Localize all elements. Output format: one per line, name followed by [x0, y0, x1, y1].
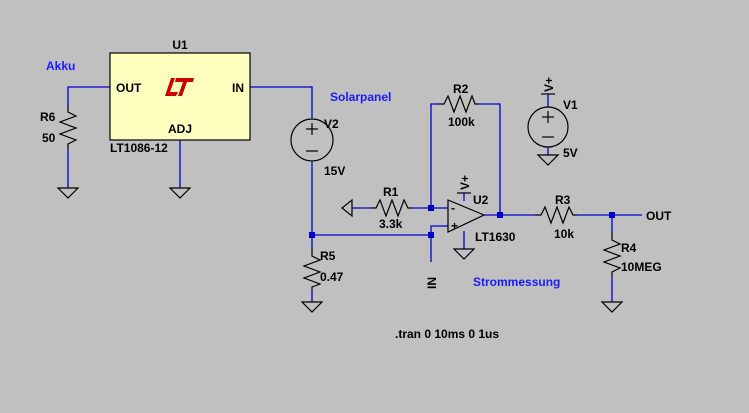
voltage-source-v2[interactable]: V2 15V: [290, 117, 345, 178]
r5-ref-label: R5: [320, 249, 336, 263]
ground-r5: [300, 301, 324, 313]
comment-solarpanel: Solarpanel: [330, 90, 391, 104]
u2-supply-label: V+: [458, 175, 472, 190]
opamp-u2[interactable]: - + U2 LT1630 V+: [447, 175, 516, 244]
resistor-r1[interactable]: R1 3.3k: [370, 185, 412, 231]
ground-r6: [56, 187, 80, 199]
r1-ref-label: R1: [383, 185, 399, 199]
ground-symbols: [56, 154, 624, 313]
r3-ref-label: R3: [555, 193, 571, 207]
u1-ref-label: U1: [172, 38, 188, 52]
r6-value-label: 50: [42, 131, 56, 145]
v1-ref-label: V1: [563, 98, 578, 112]
r4-value-label: 10MEG: [621, 260, 662, 274]
voltage-source-v1[interactable]: V1 5V V+: [527, 77, 578, 160]
v1-value-label: 5V: [563, 146, 578, 160]
resistor-r4[interactable]: R4 10MEG: [602, 232, 662, 276]
r1-value-label: 3.3k: [379, 217, 403, 231]
regulator-u1[interactable]: U1 OUT IN ADJ LT1086-12: [109, 38, 251, 155]
lt-logo: [165, 78, 194, 96]
resistor-r3[interactable]: R3 10k: [535, 193, 577, 241]
r6-ref-label: R6: [40, 110, 56, 124]
v2-ref-label: V2: [324, 117, 339, 131]
net-label-out: OUT: [646, 209, 672, 223]
junctions: [309, 205, 615, 238]
v2-value-label: 15V: [324, 164, 345, 178]
resistor-r2[interactable]: R2 100k: [438, 82, 478, 129]
net-label-in: IN: [425, 277, 439, 289]
u1-adj-pin-label: ADJ: [168, 122, 192, 136]
resistor-r6[interactable]: R6 50: [40, 105, 78, 150]
ground-v1: [536, 154, 560, 166]
r3-value-label: 10k: [554, 227, 574, 241]
u2-minus-label: -: [451, 201, 455, 215]
comment-strommessung: Strommessung: [473, 275, 560, 289]
r2-value-label: 100k: [448, 115, 475, 129]
u2-part-label: LT1630: [475, 230, 516, 244]
u2-plus-label: +: [451, 219, 458, 233]
spice-directive[interactable]: .tran 0 10ms 0 1us: [395, 327, 499, 341]
v1-net-label: V+: [542, 77, 556, 92]
ground-u2: [452, 248, 476, 260]
u2-ref-label: U2: [473, 193, 489, 207]
u1-in-pin-label: IN: [232, 81, 244, 95]
r2-ref-label: R2: [453, 82, 469, 96]
ground-r1: [341, 198, 353, 218]
ground-r4: [600, 301, 624, 313]
resistor-r5[interactable]: R5 0.47: [302, 248, 344, 290]
ground-u1-adj: [168, 187, 192, 199]
comment-akku: Akku: [46, 59, 75, 73]
r4-ref-label: R4: [621, 241, 637, 255]
u1-part-label: LT1086-12: [110, 141, 168, 155]
r5-value-label: 0.47: [320, 270, 344, 284]
u1-out-pin-label: OUT: [116, 81, 142, 95]
